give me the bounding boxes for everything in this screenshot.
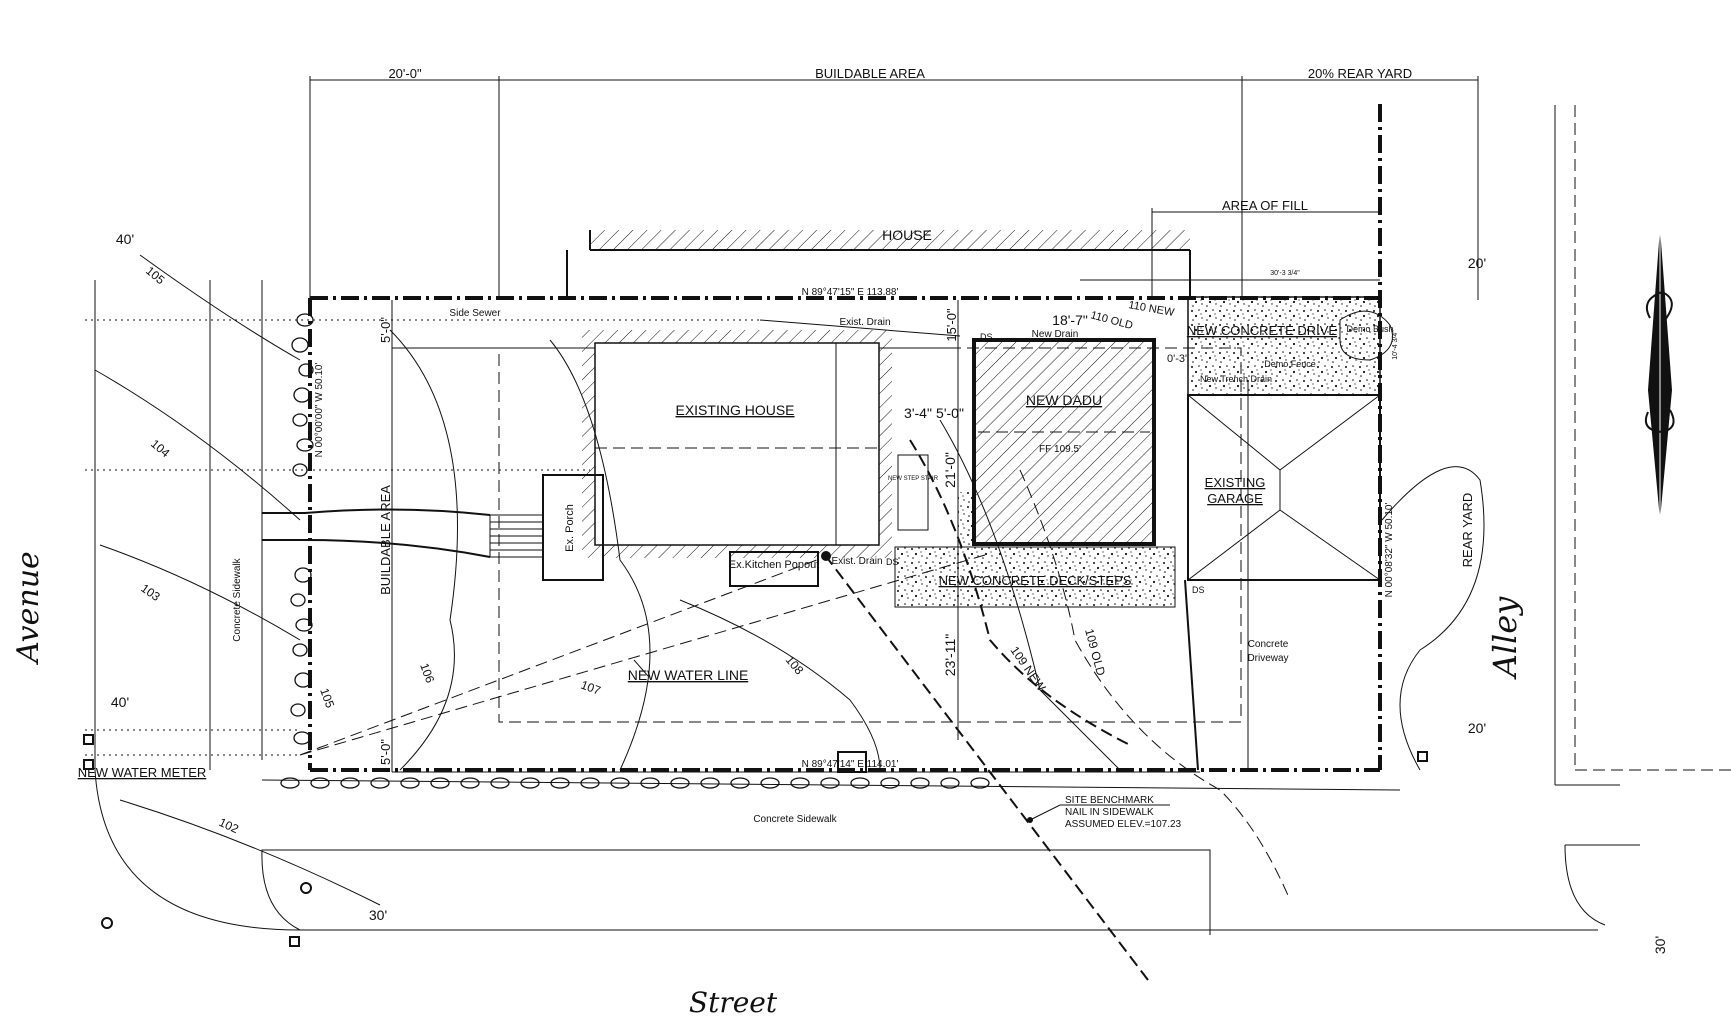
contour-110-new: 110 NEW: [1127, 299, 1175, 319]
buildable-area-dim: BUILDABLE AREA: [815, 66, 925, 81]
north-bearing: N 89°47'15" E 113.88': [802, 287, 899, 298]
new-concrete-drive-label: NEW CONCRETE DRIVE: [1187, 323, 1338, 338]
front-distance-dim: 23'-11": [942, 634, 958, 676]
neighbor-house: HOUSE: [566, 227, 1191, 298]
contour-105-low: 105: [317, 686, 337, 710]
buildable-area-vertical: BUILDABLE AREA: [378, 485, 393, 595]
concrete-sidewalk-vertical: Concrete Sidewalk: [232, 557, 243, 641]
west-bearing: N 00°00'00" W 50.10': [314, 363, 325, 458]
dadu-dimensions: 18'-7" 3'-4" 5'-0" 21'-0" 23'-11" 0'-3": [904, 312, 1189, 676]
contour-107: 107: [579, 678, 603, 698]
new-deck-label: NEW CONCRETE DECK/STEPS: [939, 573, 1132, 588]
avenue-width-top: 40': [116, 231, 134, 247]
new-water-meter-label: NEW WATER METER: [78, 765, 207, 780]
east-bearing: N 00°08'32" W 50.10': [1384, 503, 1395, 598]
new-dadu: NEW DADU FF 109.5': [972, 338, 1156, 546]
south-bearing: N 89°47'14" E 114.01': [802, 759, 899, 770]
property-boundary: N 89°47'15" E 113.88' N 89°47'14" E 114.…: [308, 104, 1395, 772]
street-label: Street: [689, 986, 778, 1019]
street-width-right: 30': [1652, 936, 1668, 954]
ex-porch-label: Ex. Porch: [564, 504, 576, 552]
benchmark-line-2: NAIL IN SIDEWALK: [1065, 807, 1154, 818]
avenue-label: Avenue: [11, 551, 46, 666]
area-of-fill-dim: AREA OF FILL: [1222, 198, 1308, 213]
new-concrete-drive: NEW CONCRETE DRIVE Demo Fence New Trench…: [1080, 270, 1399, 396]
dadu-sep-dim: 5'-0": [936, 405, 964, 421]
right-of-way-widths: 40' 40' 20' 20' 30' 30' REAR YARD: [111, 231, 1668, 954]
existing-garage: EXISTING GARAGE Concrete Driveway: [1184, 380, 1381, 771]
benchmark-line-1: SITE BENCHMARK: [1065, 795, 1154, 806]
ds-label-1: DS: [886, 557, 899, 567]
ex-kitchen-label: Ex.Kitchen Popout: [729, 559, 820, 571]
existing-house: EXISTING HOUSE: [582, 330, 892, 558]
rear-yard-dim: 20% REAR YARD: [1308, 66, 1412, 81]
new-water-line-label: NEW WATER LINE: [628, 667, 749, 683]
contour-103: 103: [138, 581, 163, 604]
neighbor-house-label: HOUSE: [882, 227, 932, 243]
new-dadu-label: NEW DADU: [1026, 392, 1102, 408]
existing-house-label: EXISTING HOUSE: [675, 402, 794, 418]
sidewalks: Concrete Sidewalk Concrete Sidewalk: [94, 105, 1731, 935]
concrete-sidewalk-label: Concrete Sidewalk: [753, 814, 837, 825]
fill-depth-dim: 10'-4 3/4": [1392, 330, 1399, 360]
rear-yard-vertical: REAR YARD: [1460, 493, 1475, 568]
north-arrow-icon: [1644, 228, 1675, 520]
site-markers: [83, 734, 1428, 947]
side-setback-bottom: 5'-0": [378, 739, 393, 765]
new-concrete-deck: NEW CONCRETE DECK/STEPS NEW STEP STAIR D…: [886, 332, 1205, 608]
existing-garage-label-1: EXISTING: [1205, 475, 1266, 490]
finished-floor-label: FF 109.5': [1039, 444, 1081, 455]
alley-label: Alley: [1486, 596, 1524, 681]
alley-width-top: 20': [1468, 255, 1486, 271]
contour-108: 108: [783, 653, 807, 678]
exist-drain-bottom-label: Exist. Drain: [831, 556, 882, 567]
concrete-driveway-label-2: Driveway: [1247, 653, 1288, 664]
demo-bush-label: Demo Bush: [1346, 324, 1393, 334]
street-width: 30': [369, 907, 387, 923]
ds-label-3: DS: [980, 332, 993, 342]
alley-width-bottom: 20': [1468, 720, 1486, 736]
new-step-stair-label: NEW STEP STAIR: [888, 476, 939, 482]
existing-garage-label-2: GARAGE: [1207, 491, 1263, 506]
rockery: [280, 313, 990, 789]
avenue-width-bottom: 40': [111, 694, 129, 710]
side-sewer-label: Side Sewer: [449, 308, 501, 319]
dadu-offset-dim: 18'-7": [1052, 312, 1088, 328]
top-dimensions: 20'-0" BUILDABLE AREA 20% REAR YARD AREA…: [309, 66, 1479, 300]
dadu-gap-dim: 3'-4": [904, 405, 932, 421]
contour-105-top: 105: [143, 264, 168, 288]
ds-label-2: DS: [1192, 585, 1205, 595]
side-setback-top: 5'-0": [378, 317, 393, 343]
utilities: Side Sewer NEW WATER LINE NEW WATER METE…: [78, 308, 1149, 981]
small-dim: 0'-3": [1167, 353, 1189, 365]
new-trench-drain-label: New Trench Drain: [1200, 374, 1272, 384]
street-names: Avenue Alley Street: [11, 551, 1524, 1019]
contour-109-new: 109 NEW: [1008, 644, 1049, 695]
dadu-depth-dim: 21'-0": [942, 452, 958, 488]
site-benchmark: SITE BENCHMARK NAIL IN SIDEWALK ASSUMED …: [1027, 795, 1182, 830]
side-15ft-dim: 15'-0": [944, 308, 959, 342]
contour-104: 104: [148, 437, 173, 461]
contour-102: 102: [217, 815, 241, 836]
exist-drain-top-label: Exist. Drain: [839, 317, 890, 328]
front-setback-dim: 20'-0": [388, 66, 422, 81]
contour-109-old: 109 OLD: [1082, 627, 1108, 677]
fill-width-dim: 30'-3 3/4": [1270, 270, 1300, 277]
contour-106: 106: [417, 661, 437, 685]
concrete-driveway-label-1: Concrete: [1248, 639, 1289, 650]
contour-110-old: 110 OLD: [1089, 309, 1134, 332]
benchmark-line-3: ASSUMED ELEV.=107.23: [1065, 819, 1182, 830]
demo-fence-label: Demo Fence: [1264, 359, 1316, 369]
new-drain-label: New Drain: [1032, 329, 1079, 340]
